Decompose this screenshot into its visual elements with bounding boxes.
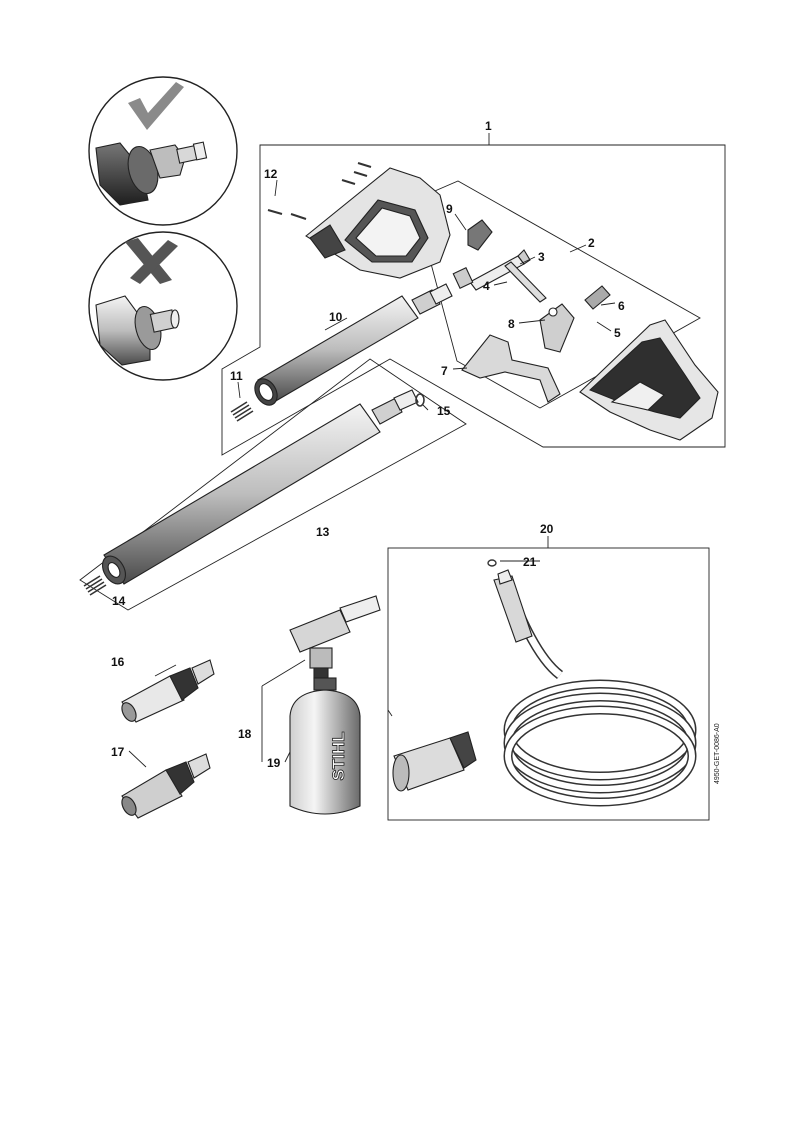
callout-labels: 1 2 3 4 5 6 7 8 9 10 11 12 13 14 15 16 1… bbox=[111, 119, 625, 770]
part-4-fitting bbox=[452, 267, 474, 289]
callout-17: 17 bbox=[111, 745, 125, 759]
part-17-nozzle bbox=[121, 753, 211, 819]
part-15-o-ring bbox=[415, 393, 425, 407]
callout-12: 12 bbox=[264, 167, 278, 181]
part-18-foam-nozzle bbox=[289, 595, 381, 679]
callout-11: 11 bbox=[230, 369, 243, 383]
frame-assembly-1 bbox=[221, 144, 726, 456]
part-16-nozzle bbox=[121, 659, 215, 723]
bottle-brand-text: STIHL bbox=[329, 731, 348, 780]
part-14-spring bbox=[83, 575, 107, 596]
part-10-extension bbox=[254, 283, 453, 406]
callout-2: 2 bbox=[588, 236, 595, 250]
callout-13: 13 bbox=[316, 525, 330, 539]
frame-lance-13 bbox=[79, 358, 467, 611]
callout-1: 1 bbox=[485, 119, 492, 133]
callout-4: 4 bbox=[483, 279, 490, 293]
callout-21: 21 bbox=[523, 555, 537, 569]
screws-12 bbox=[267, 162, 372, 220]
callout-16: 16 bbox=[111, 655, 125, 669]
part-8-valve bbox=[539, 303, 575, 353]
part-5-handle-grip bbox=[579, 319, 719, 441]
cross-mark-icon bbox=[125, 238, 178, 284]
callout-5: 5 bbox=[614, 326, 621, 340]
part-13-lance bbox=[101, 389, 419, 585]
part-11-spring bbox=[230, 401, 254, 422]
callout-9: 9 bbox=[446, 202, 453, 216]
handle-housing-shell bbox=[305, 167, 451, 279]
callout-14: 14 bbox=[112, 594, 126, 608]
callout-8: 8 bbox=[508, 317, 515, 331]
callout-3: 3 bbox=[538, 250, 545, 264]
part-20-hose bbox=[392, 569, 697, 807]
document-id: 4950-GET-0086-A0 bbox=[714, 723, 721, 784]
callout-7: 7 bbox=[441, 364, 448, 378]
part-3-tube bbox=[469, 249, 547, 303]
part-7-trigger bbox=[461, 334, 561, 403]
callout-10: 10 bbox=[329, 310, 343, 324]
part-19-foam-bottle: STIHL bbox=[289, 677, 361, 815]
part-9-connector bbox=[467, 219, 493, 251]
callout-18: 18 bbox=[238, 727, 252, 741]
callout-6: 6 bbox=[618, 299, 625, 313]
leader-lines bbox=[128, 179, 616, 768]
callout-19: 19 bbox=[267, 756, 281, 770]
part-6-pin bbox=[584, 285, 611, 310]
callout-20: 20 bbox=[540, 522, 554, 536]
correct-coupling-detail bbox=[88, 76, 238, 226]
frame-hose-20 bbox=[387, 547, 710, 821]
callout-15: 15 bbox=[437, 404, 451, 418]
incorrect-coupling-detail bbox=[88, 231, 238, 381]
check-mark-icon bbox=[128, 82, 184, 130]
part-21-seal bbox=[487, 559, 497, 567]
